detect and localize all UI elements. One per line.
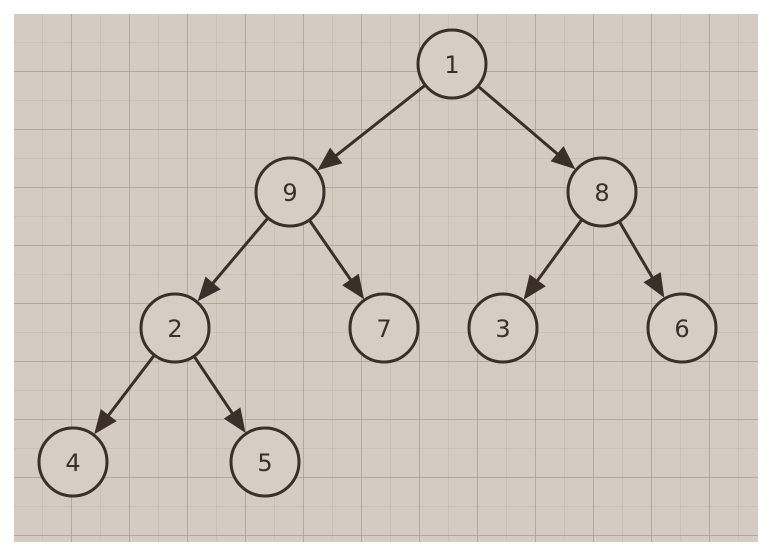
edge-line: [210, 217, 270, 286]
edge-n2-n4: [94, 354, 156, 435]
edge-n1-n8: [476, 84, 576, 170]
node-circle: [254, 156, 326, 228]
arrowhead-icon: [342, 273, 365, 300]
tree-node-8: 8: [566, 156, 638, 228]
node-circle: [37, 426, 109, 498]
edge-n8-n6: [617, 220, 665, 298]
tree-node-4: 4: [37, 426, 109, 498]
tree-node-5: 5: [229, 426, 301, 498]
edge-line: [192, 355, 235, 416]
edge-n9-n2: [197, 217, 270, 302]
node-circle: [229, 426, 301, 498]
tree-node-1: 1: [416, 28, 488, 100]
edge-line: [333, 83, 427, 158]
arrowhead-icon: [550, 146, 576, 170]
edge-n1-n9: [317, 83, 427, 171]
tree-node-2: 2: [139, 292, 211, 364]
node-label: 2: [167, 315, 182, 343]
node-label: 8: [594, 179, 609, 207]
node-label: 3: [495, 315, 510, 343]
arrowhead-icon: [94, 409, 117, 435]
edges-layer: [94, 83, 665, 435]
node-label: 4: [65, 449, 80, 477]
edge-line: [535, 218, 584, 283]
arrowhead-icon: [317, 147, 343, 171]
grid-canvas: [14, 14, 758, 542]
node-circle: [139, 292, 211, 364]
node-circle: [416, 28, 488, 100]
tree-node-9: 9: [254, 156, 326, 228]
node-circle: [646, 292, 718, 364]
edge-line: [617, 220, 655, 280]
node-label: 9: [282, 179, 297, 207]
node-circle: [348, 292, 420, 364]
node-label: 6: [674, 315, 689, 343]
tree-node-6: 6: [646, 292, 718, 364]
edge-n9-n7: [308, 219, 365, 300]
tree-node-7: 7: [348, 292, 420, 364]
node-label: 7: [376, 315, 391, 343]
arrowhead-icon: [643, 272, 665, 298]
arrowhead-icon: [197, 276, 221, 302]
node-circle: [566, 156, 638, 228]
edge-line: [476, 84, 560, 157]
arrowhead-icon: [523, 274, 546, 300]
edge-line: [308, 219, 353, 282]
node-label: 5: [257, 449, 272, 477]
node-label: 1: [444, 51, 459, 79]
nodes-layer: 1 9 8 2 7 3 6 4 5: [37, 28, 718, 498]
edge-n8-n3: [523, 218, 584, 300]
edge-n2-n5: [192, 355, 246, 433]
arrowhead-icon: [223, 407, 246, 433]
node-circle: [467, 292, 539, 364]
edge-line: [106, 354, 156, 418]
tree-node-3: 3: [467, 292, 539, 364]
